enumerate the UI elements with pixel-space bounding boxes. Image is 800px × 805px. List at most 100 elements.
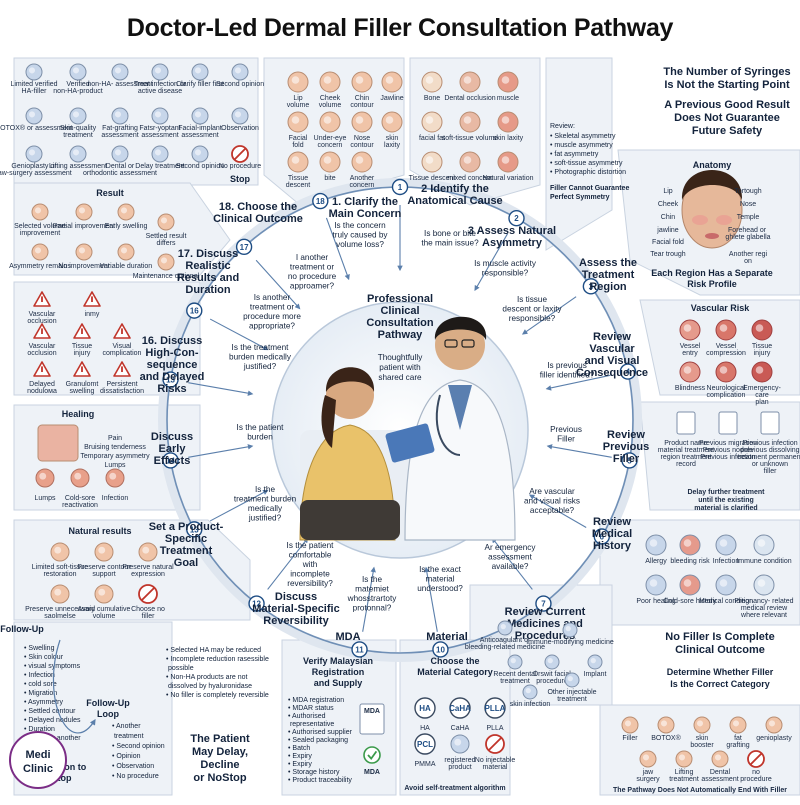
stop-option-icon [26, 146, 42, 162]
icon-shine [35, 207, 41, 213]
anatomy-cause-icon [422, 152, 442, 172]
material-label: PMMA [415, 761, 436, 768]
icon-shine [79, 207, 85, 213]
label-line: ghlete glabella [725, 234, 770, 241]
label-line: Clinic [23, 763, 53, 775]
label-line: concern [350, 182, 375, 189]
filler-category-note: Determine Whether FillerIs the Correct C… [667, 667, 774, 689]
icon-shine [426, 116, 434, 124]
label-line: volume loss? [336, 240, 384, 249]
label-line: laxity [384, 142, 400, 149]
stop-option-icon [26, 64, 42, 80]
label-line: Tissue [72, 343, 92, 350]
label-line: 1 [398, 183, 403, 192]
label-line: Infection [102, 495, 129, 502]
record-doc-icon [677, 412, 695, 434]
label-line: representative [288, 721, 334, 728]
anatomy-cause-icon [422, 112, 442, 132]
alternative-icon [640, 751, 656, 767]
label-line: • Settled contour [24, 708, 76, 715]
label-line: Verify Malaysian [303, 656, 373, 666]
icon-shine [684, 324, 692, 332]
label-line: Recent dental [493, 671, 537, 678]
label-line: Anatomy [693, 160, 732, 170]
label-line: PLLA [485, 704, 506, 713]
anatomy-title: Anatomy [693, 160, 732, 170]
label-line: Variable duration [100, 263, 153, 270]
label-line: • cold sore [24, 681, 57, 688]
medicine-icon [545, 655, 559, 669]
prohibited-icon [486, 735, 504, 753]
label-line: • Photographic distortion [550, 169, 626, 176]
label-line: muscle [497, 95, 519, 102]
label-line: • Opinion [112, 753, 141, 760]
label-line: Neurological [707, 385, 746, 392]
label-line: • Non-HA products are not [166, 674, 247, 681]
anatomy-cause-label: soft-tissue volume [442, 135, 499, 142]
label-line: Other injectable [547, 689, 596, 696]
label-line: Review [607, 429, 645, 441]
decision-question: Is muscle activityresponsible? [474, 259, 537, 278]
label-line: patient with [379, 363, 421, 372]
logo-line-1: Medi [25, 749, 50, 761]
warning-bar [91, 296, 93, 302]
icon-shine [526, 688, 531, 693]
icon-shine [720, 366, 728, 374]
result-icon [32, 244, 48, 260]
natural-result-icon [51, 543, 69, 561]
label-line: Tear trough [650, 251, 686, 258]
medical-icon [680, 535, 700, 555]
risk-label: Delayednodulома [27, 381, 57, 395]
anatomy-left-label: jawline [656, 227, 679, 234]
warning-bar [121, 328, 123, 334]
medical-label: bleeding risk [670, 558, 710, 565]
natural-result-icon [139, 543, 157, 561]
label-line: Clinical [380, 305, 419, 317]
label-line: Lifting [675, 769, 694, 776]
mda-check-label: MDA [364, 769, 380, 776]
label-line: Anatomical Cause [407, 195, 502, 207]
label-line: Region [589, 281, 627, 293]
label-line: jaw-surgery assessment [0, 170, 72, 177]
icon-shine [548, 658, 553, 663]
label-line: assessment [701, 776, 738, 783]
label-line: treatment [500, 678, 530, 685]
decision-question: Is the concerntruly caused byvolume loss… [332, 221, 388, 249]
label-line: reactivation [62, 502, 98, 509]
vascular-icon [752, 320, 772, 340]
label-line: occlusion [27, 350, 56, 357]
label-line: 2 Identify the [421, 183, 489, 195]
icon-shine [98, 547, 105, 554]
icon-shine [161, 257, 167, 263]
icon-shine [643, 754, 649, 760]
decision-question: Is anothertreatment orprocedure moreappr… [243, 293, 301, 331]
vascular-icon [680, 320, 700, 340]
icon-shine [155, 67, 161, 73]
medical-icon [716, 575, 736, 595]
label-line: previous dissolving [740, 447, 799, 454]
label-line: Second opinion [176, 163, 224, 170]
step-number: 16 [190, 307, 199, 316]
label-line: Does Not Guarantee [674, 112, 780, 124]
label-line: Dental or [106, 163, 135, 170]
label-line: • MDA registration [288, 697, 344, 704]
icon-shine [115, 67, 121, 73]
label-line: medically [248, 504, 283, 513]
label-line: filler identified? [540, 371, 595, 380]
icon-shine [195, 111, 201, 117]
step-label: 1. Clarify theMain Concern [329, 196, 402, 220]
label-line: possible [166, 665, 194, 672]
concern-icon [352, 72, 372, 92]
icon-shine [715, 754, 721, 760]
label-line: Implant [584, 671, 607, 678]
icon-shine [54, 589, 61, 596]
label-line: procedure more [243, 312, 301, 321]
label-line: Bone [424, 95, 440, 102]
icon-shine [566, 626, 571, 631]
natural-result-icon [95, 585, 113, 603]
check-ring [364, 747, 380, 763]
